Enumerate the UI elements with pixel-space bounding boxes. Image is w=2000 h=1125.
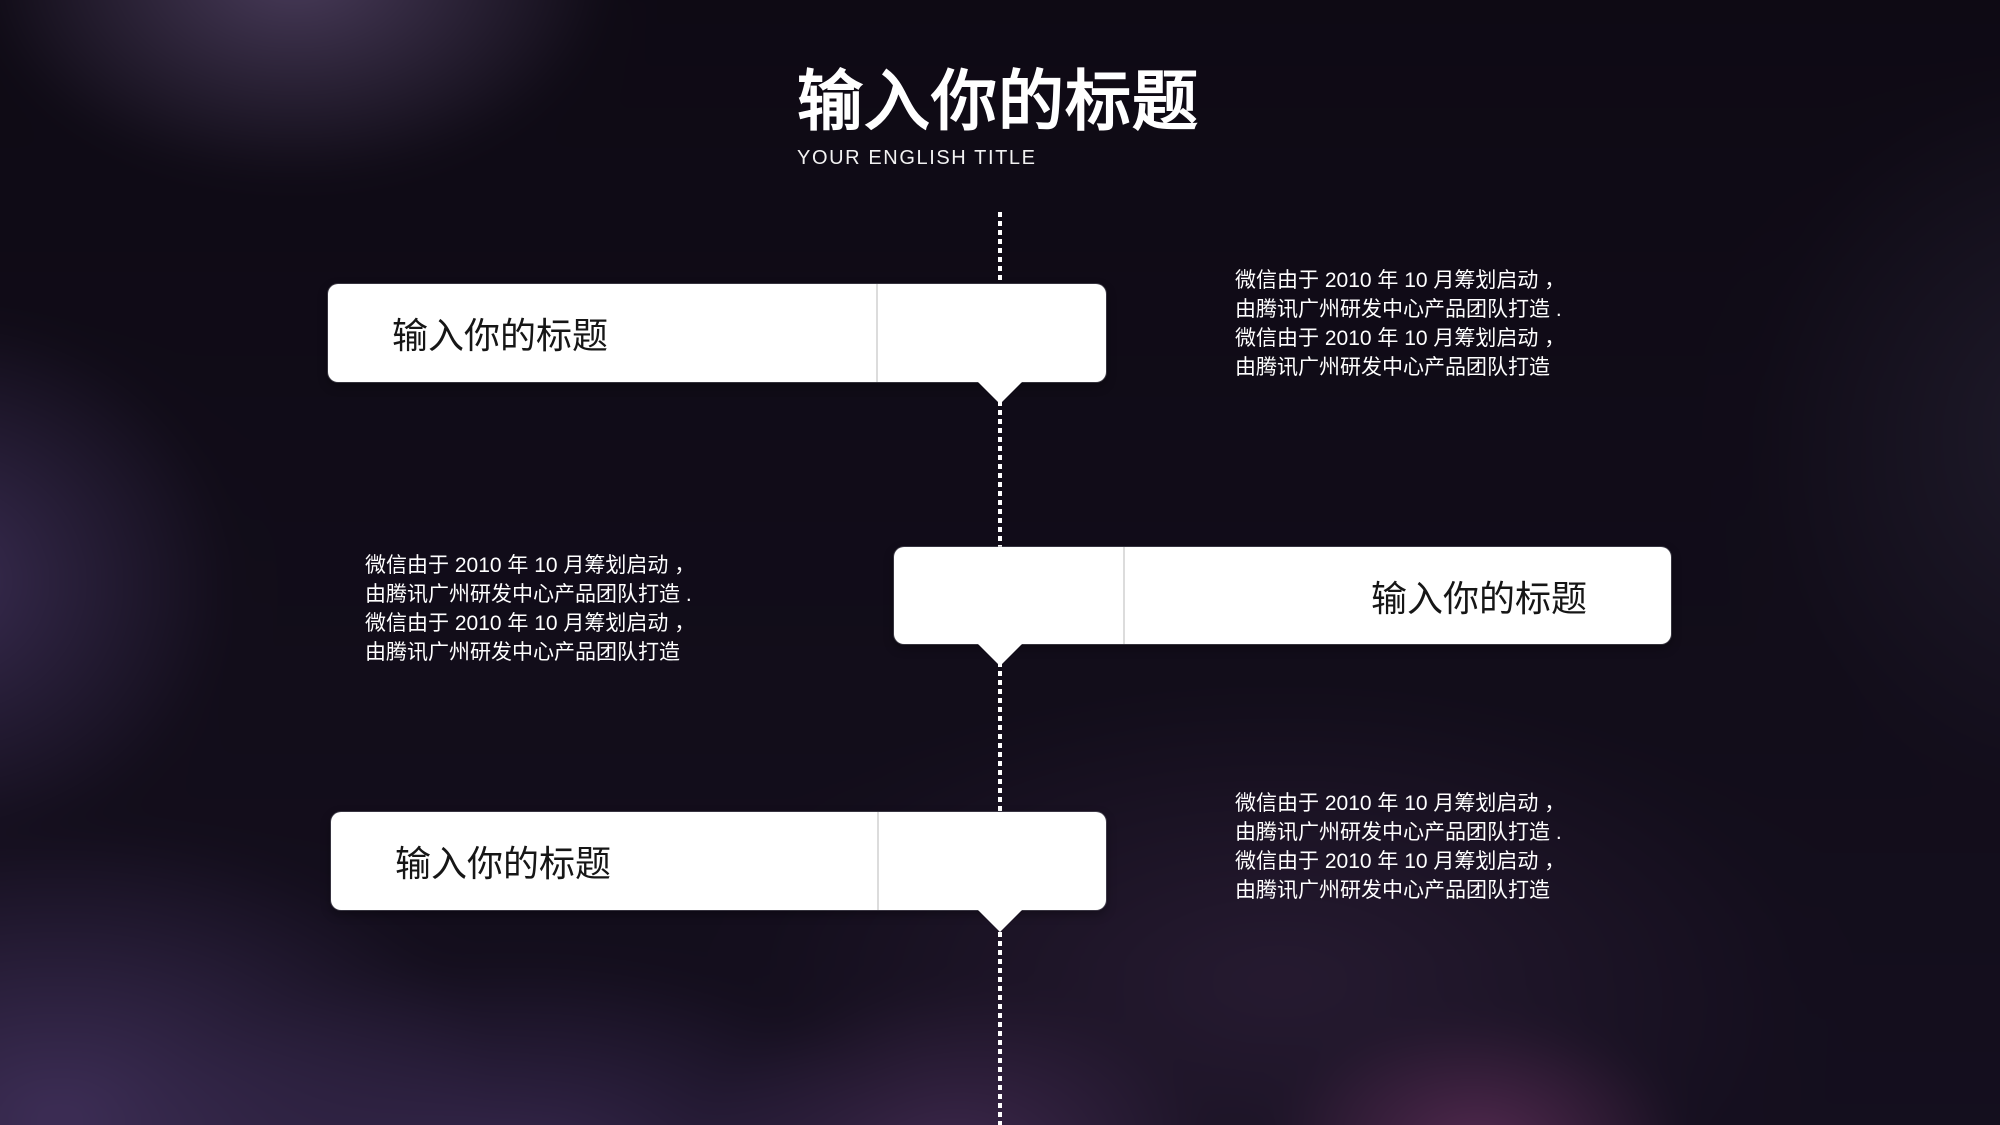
card-pointer-down-icon — [977, 381, 1023, 404]
card-title-1[interactable]: 输入你的标题 — [392, 315, 609, 356]
description-text-3[interactable]: 微信由于 2010 年 10 月筹划启动 ， 由腾讯广州研发中心产品团队打造 .… — [1235, 792, 1566, 902]
timeline-card-2[interactable]: 输入你的标题 — [894, 547, 1671, 666]
card-title-3[interactable]: 输入你的标题 — [395, 843, 612, 884]
card-divider — [877, 812, 879, 910]
card-pointer-down-icon — [977, 909, 1023, 932]
card-divider — [876, 284, 878, 382]
timeline-card-3[interactable]: 输入你的标题 — [331, 812, 1106, 932]
card-divider — [1123, 547, 1125, 644]
slide-title[interactable]: 输入你的标题 — [797, 64, 1199, 138]
slide-header: 输入你的标题 YOUR ENGLISH TITLE — [797, 62, 1199, 170]
card-title-2[interactable]: 输入你的标题 — [1370, 577, 1587, 619]
timeline-dotted-line — [998, 212, 1002, 1125]
description-text-2[interactable]: 微信由于 2010 年 10 月筹划启动 ， 由腾讯广州研发中心产品团队打造 .… — [365, 554, 696, 664]
timeline-card-1[interactable]: 输入你的标题 — [328, 284, 1106, 404]
slide-subtitle[interactable]: YOUR ENGLISH TITLE — [797, 147, 1037, 169]
description-text-1[interactable]: 微信由于 2010 年 10 月筹划启动 ， 由腾讯广州研发中心产品团队打造 .… — [1235, 269, 1566, 379]
card-pointer-down-icon — [977, 643, 1023, 666]
